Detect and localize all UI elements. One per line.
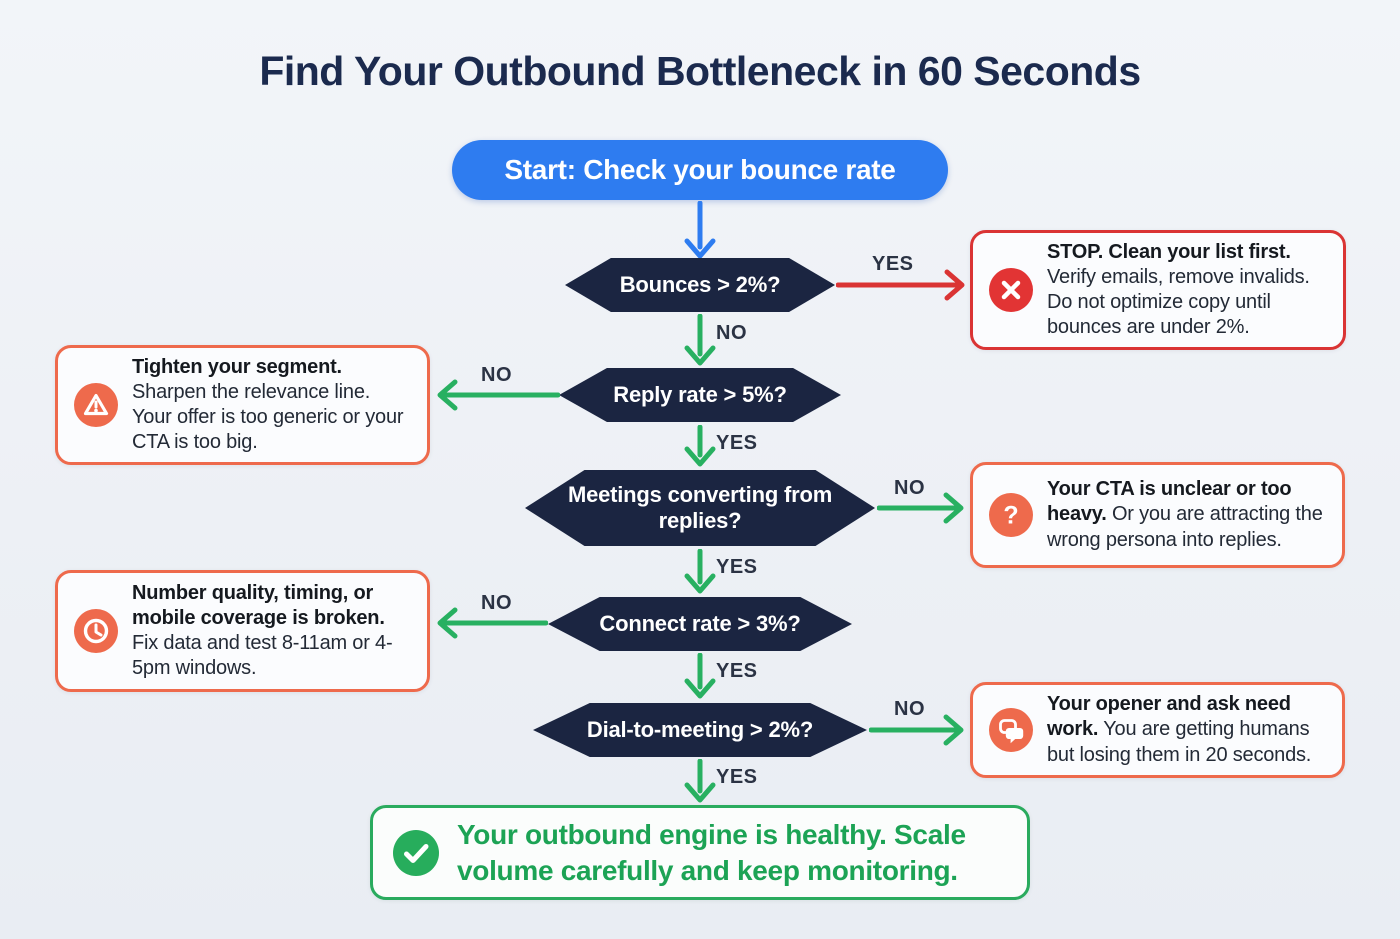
- chat-bubbles-icon: [989, 708, 1033, 752]
- callout-stop-title: STOP. Clean your list first.: [1047, 240, 1291, 263]
- callout-cta-unclear: ? Your CTA is unclear or too heavy. Or y…: [970, 462, 1345, 568]
- decision-connect-rate-label: Connect rate > 3%?: [599, 611, 801, 637]
- decision-meetings-label: Meetings converting from replies?: [567, 482, 833, 533]
- arrow-dial-yes: [684, 759, 716, 803]
- arrow-reply-no: [437, 379, 560, 411]
- arrow-meetings-yes: [684, 549, 716, 594]
- callout-opener-ask: Your opener and ask need work. You are g…: [970, 682, 1345, 778]
- edge-label-connect-no: NO: [481, 592, 512, 614]
- decision-dial-to-meeting-label: Dial-to-meeting > 2%?: [586, 717, 814, 743]
- edge-label-bounces-no: NO: [716, 322, 747, 344]
- edge-label-connect-yes: YES: [716, 660, 758, 682]
- start-node: Start: Check your bounce rate: [452, 140, 948, 200]
- decision-reply-rate-label: Reply rate > 5%?: [613, 382, 787, 408]
- arrow-connect-no: [437, 607, 548, 639]
- callout-tighten-body: Sharpen the relevance line. Your offer i…: [132, 380, 404, 454]
- edge-label-dial-no: NO: [894, 698, 925, 720]
- callout-opener-title: Your opener and ask need work.: [1047, 693, 1291, 741]
- callout-number-body: Fix data and test 8-11am or 4-5pm window…: [132, 632, 393, 680]
- x-circle-icon: [989, 268, 1033, 312]
- callout-opener-body: You are getting humans but losing them i…: [1047, 718, 1312, 766]
- callout-cta-text: Your CTA is unclear or too heavy. Or you…: [1047, 477, 1326, 553]
- callout-tighten-text: Tighten your segment. Sharpen the releva…: [132, 355, 411, 456]
- callout-tighten-segment: Tighten your segment. Sharpen the releva…: [55, 345, 430, 465]
- result-healthy-box: Your outbound engine is healthy. Scale v…: [370, 805, 1030, 900]
- result-healthy-text: Your outbound engine is healthy. Scale v…: [457, 818, 966, 886]
- edge-label-meetings-yes: YES: [716, 556, 758, 578]
- callout-stop-clean-list: STOP. Clean your list first. Verify emai…: [970, 230, 1346, 350]
- svg-text:?: ?: [1003, 502, 1018, 530]
- edge-label-reply-yes: YES: [716, 432, 758, 454]
- arrow-start-to-bounces: [684, 201, 716, 259]
- check-circle-icon: [393, 829, 439, 876]
- decision-reply-rate: Reply rate > 5%?: [559, 368, 841, 422]
- edge-label-dial-yes: YES: [716, 766, 758, 788]
- arrow-bounces-yes: [836, 269, 965, 301]
- page-title: Find Your Outbound Bottleneck in 60 Seco…: [259, 48, 1141, 94]
- callout-number-quality: Number quality, timing, or mobile covera…: [55, 570, 430, 692]
- decision-bounces-label: Bounces > 2%?: [619, 272, 781, 298]
- callout-stop-body: Verify emails, remove invalids. Do not o…: [1047, 265, 1310, 339]
- callout-number-text: Number quality, timing, or mobile covera…: [132, 581, 411, 682]
- callout-cta-title: Your CTA is unclear or too heavy.: [1047, 478, 1292, 526]
- edge-label-meetings-no: NO: [894, 477, 925, 499]
- arrow-meetings-no: [877, 492, 964, 524]
- question-circle-icon: ?: [989, 493, 1033, 537]
- arrow-bounces-no: [684, 314, 716, 366]
- clock-icon: [74, 609, 118, 653]
- decision-dial-to-meeting: Dial-to-meeting > 2%?: [533, 703, 867, 757]
- decision-connect-rate: Connect rate > 3%?: [548, 597, 852, 651]
- arrow-reply-yes: [684, 425, 716, 467]
- arrow-dial-no: [869, 714, 964, 746]
- callout-tighten-title: Tighten your segment.: [132, 355, 342, 378]
- callout-stop-text: STOP. Clean your list first. Verify emai…: [1047, 240, 1327, 341]
- arrow-connect-yes: [684, 653, 716, 699]
- decision-meetings: Meetings converting from replies?: [525, 470, 875, 546]
- edge-label-reply-no: NO: [481, 364, 512, 386]
- decision-bounces: Bounces > 2%?: [565, 258, 835, 312]
- callout-opener-text: Your opener and ask need work. You are g…: [1047, 692, 1326, 768]
- edge-label-bounces-yes: YES: [872, 253, 914, 275]
- callout-cta-body: Or you are attracting the wrong persona …: [1047, 503, 1323, 551]
- start-node-label: Start: Check your bounce rate: [504, 154, 896, 185]
- warning-triangle-icon: [74, 383, 118, 427]
- callout-number-title: Number quality, timing, or mobile covera…: [132, 581, 385, 629]
